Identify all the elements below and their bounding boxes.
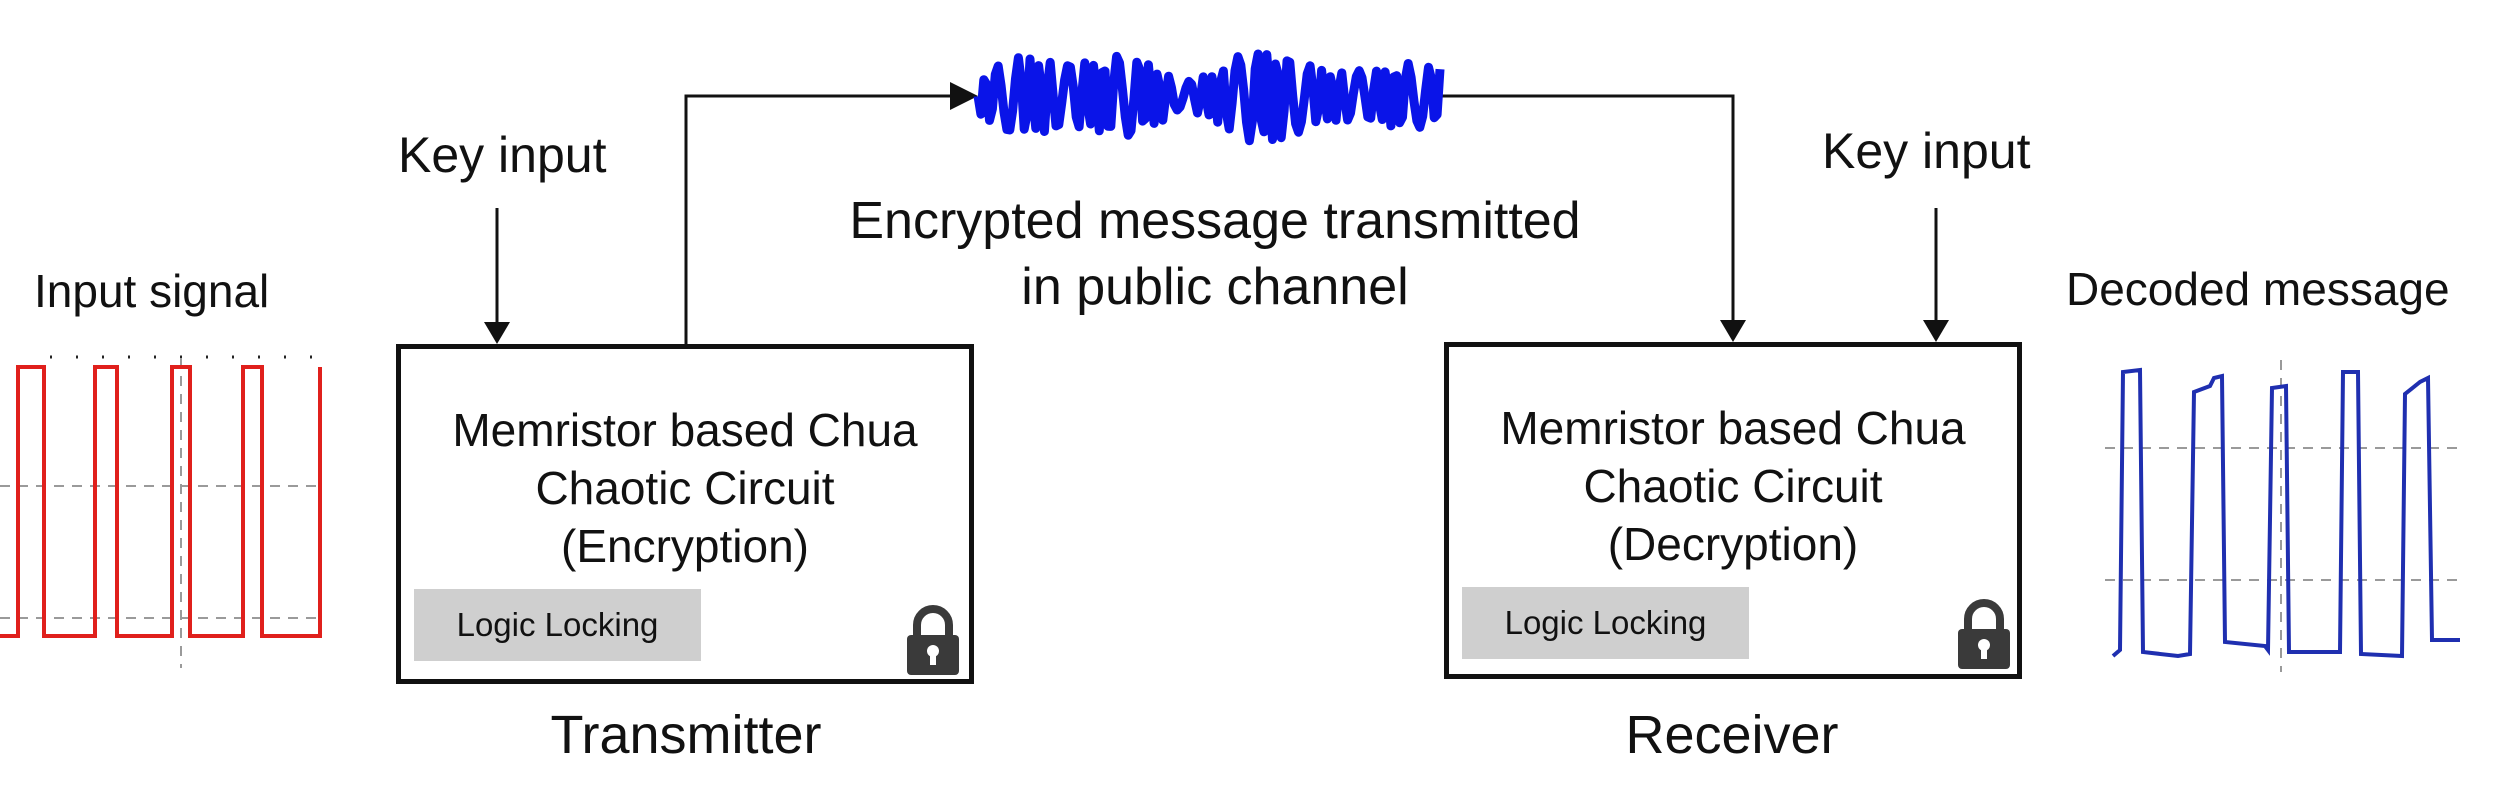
lock-icon xyxy=(907,605,959,675)
input-signal-plot xyxy=(0,355,322,668)
transmit-path xyxy=(684,94,955,345)
input-signal-label: Input signal xyxy=(34,265,270,317)
receive-arrowhead xyxy=(1720,320,1746,342)
receiver-logic-locking: Logic Locking xyxy=(1462,587,1749,659)
transmitter-title-line2: Chaotic Circuit xyxy=(535,462,835,514)
channel-caption: Encrypted message transmitted in public … xyxy=(790,188,1640,320)
key-input-label-right: Key input xyxy=(1822,123,2031,179)
receive-path xyxy=(1440,94,1735,334)
decoded-message-label: Decoded message xyxy=(2066,263,2450,315)
receiver-label: Receiver xyxy=(1625,705,1839,765)
transmitter-title-line1: Memristor based Chua xyxy=(452,404,918,456)
transmitter-block-title: Memristor based Chua Chaotic Circuit (En… xyxy=(401,401,969,575)
decoded-square-wave xyxy=(2111,367,2460,659)
receiver-title-line3: (Decryption) xyxy=(1607,518,1859,570)
receiver-title-line1: Memristor based Chua xyxy=(1500,402,1966,454)
receiver-block: Memristor based Chua Chaotic Circuit (De… xyxy=(1444,342,2022,679)
transmitter-logic-locking: Logic Locking xyxy=(414,589,701,661)
transmit-arrowhead xyxy=(950,82,978,110)
transmitter-title-line3: (Encryption) xyxy=(561,520,809,572)
encrypted-wave xyxy=(973,49,1445,146)
input-square-wave xyxy=(0,365,322,638)
transmitter-block: Memristor based Chua Chaotic Circuit (En… xyxy=(396,344,974,684)
channel-caption-line2: in public channel xyxy=(1021,258,1409,316)
key-input-arrowhead-right xyxy=(1923,320,1949,342)
lock-icon xyxy=(1958,599,2010,669)
transmitter-label: Transmitter xyxy=(550,705,822,765)
key-input-label-left: Key input xyxy=(398,127,607,183)
channel-caption-line1: Encrypted message transmitted xyxy=(849,192,1581,250)
decoded-signal-plot xyxy=(2105,360,2460,672)
key-input-arrowhead-left xyxy=(484,322,510,344)
receiver-block-title: Memristor based Chua Chaotic Circuit (De… xyxy=(1449,399,2017,573)
receiver-title-line2: Chaotic Circuit xyxy=(1583,460,1883,512)
